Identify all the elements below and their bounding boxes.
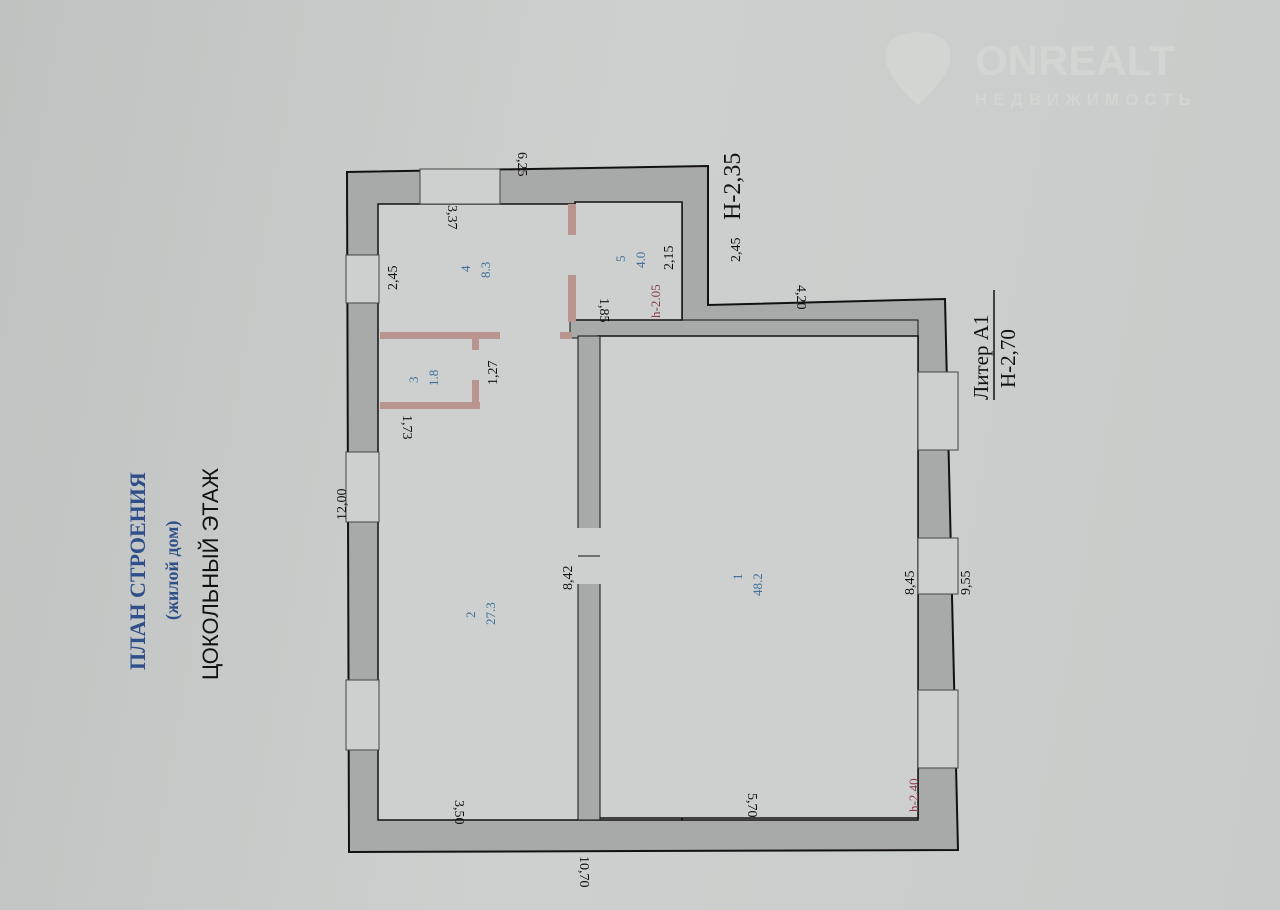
room-3-number: 3 <box>406 377 421 384</box>
dim-r5-bottom: 1,85 <box>596 298 611 323</box>
room-3-area: 1.8 <box>426 370 441 386</box>
room-2-area: 27.3 <box>483 602 498 625</box>
dim-right-total: 9,55 <box>959 571 974 596</box>
floor-name: ЦОКОЛЬНЫЙ ЭТАЖ <box>198 467 223 680</box>
dim-r4-top: 3,37 <box>444 205 459 230</box>
room-1-height: h-2.40 <box>906 778 921 812</box>
dim-annex-step: 4,20 <box>793 285 808 310</box>
dim-mid: 8,42 <box>561 566 576 591</box>
watermark-subtitle: НЕДВИЖИМОСТЬ <box>975 90 1197 109</box>
dim-left-total: 12,00 <box>335 489 350 521</box>
dim-r4-side: 2,45 <box>386 266 401 291</box>
dim-r5-side: 2,15 <box>662 246 677 271</box>
windows <box>345 168 959 769</box>
dim-r3-side: 1,27 <box>486 361 501 386</box>
room-2-number: 2 <box>463 612 478 619</box>
room-5-height: h-2.05 <box>648 284 663 318</box>
dim-r2-bottom: 3,50 <box>451 800 466 825</box>
watermark: ONREALT НЕДВИЖИМОСТЬ <box>885 32 1197 109</box>
room-4-number: 4 <box>458 265 473 272</box>
room-5-number: 5 <box>613 256 628 263</box>
plan-title: ПЛАН СТРОЕНИЯ <box>125 472 150 670</box>
plan-subtitle: (жилой дом) <box>162 521 183 620</box>
dim-r3-bottom: 1,73 <box>399 415 414 440</box>
watermark-brand: ONREALT <box>975 37 1175 84</box>
dim-bottom-total: 10,70 <box>576 856 591 888</box>
litera-name: Литер А1 <box>969 315 993 400</box>
room-4-area: 8.3 <box>478 262 493 278</box>
dim-annex-side: 2,45 <box>729 238 744 263</box>
room-1-number: 1 <box>730 574 745 581</box>
annex-height: Н-2,35 <box>720 153 746 220</box>
dim-top: 6,25 <box>514 152 529 177</box>
litera-height: Н-2,70 <box>996 329 1020 388</box>
location-pin-icon <box>885 32 951 105</box>
room-5-area: 4.0 <box>633 252 648 268</box>
title-block: ПЛАН СТРОЕНИЯ (жилой дом) ЦОКОЛЬНЫЙ ЭТАЖ <box>125 467 223 680</box>
dim-right-inner: 8,45 <box>903 571 918 596</box>
dim-r1-bottom: 5,70 <box>744 793 759 818</box>
room-1-area: 48.2 <box>750 573 765 596</box>
